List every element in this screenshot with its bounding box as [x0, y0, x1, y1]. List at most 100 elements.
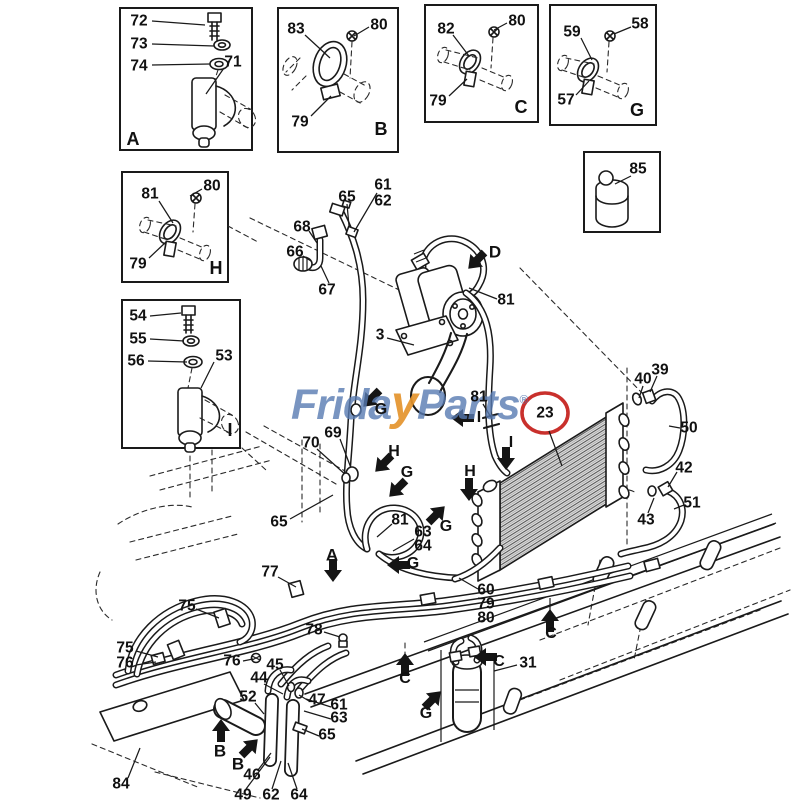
watermark-accent-y: y	[391, 376, 418, 430]
callout-label-C: C	[493, 653, 505, 670]
callout-label-40: 40	[634, 370, 652, 388]
callout-label-79: 79	[291, 113, 309, 131]
callout-label-H: H	[209, 258, 223, 278]
callout-label-B: B	[374, 119, 388, 139]
direction-arrow-down	[497, 447, 515, 470]
callout-label-46: 46	[243, 766, 261, 784]
callout-label-39: 39	[651, 361, 669, 379]
receiver-drier-31	[448, 634, 483, 733]
callout-label-72: 72	[130, 12, 148, 30]
callout-label-57: 57	[557, 91, 575, 109]
direction-arrow-down	[460, 478, 478, 501]
callout-label-C: C	[545, 625, 557, 642]
callout-label-61: 61	[374, 176, 392, 194]
callout-label-65: 65	[270, 513, 288, 531]
callout-label-85: 85	[629, 160, 647, 178]
callout-label-G: G	[374, 401, 388, 418]
hose-61-62	[337, 208, 371, 553]
fitting-cluster-65-68	[293, 199, 352, 272]
callout-label-84: 84	[112, 775, 130, 793]
inset-box-receiver	[583, 151, 661, 233]
callout-label-50: 50	[680, 419, 698, 437]
direction-arrows	[212, 249, 559, 759]
direction-arrow-left	[451, 409, 474, 427]
callout-label-58: 58	[631, 15, 649, 33]
inset-box-b	[277, 7, 399, 153]
callout-label-82: 82	[437, 20, 455, 38]
watermark-logo: FridayParts®	[291, 376, 529, 430]
callout-label-I: I	[476, 409, 482, 426]
hose-50	[631, 388, 688, 475]
callout-label-80: 80	[370, 16, 388, 34]
direction-arrow-left	[387, 556, 410, 574]
callout-label-I: I	[508, 434, 514, 451]
callout-label-66: 66	[286, 243, 304, 261]
callout-label-74: 74	[130, 57, 148, 75]
chassis-frame-rails	[304, 513, 789, 775]
callout-label-64: 64	[290, 786, 308, 800]
callout-label-69: 69	[324, 424, 342, 442]
compressor-assembly	[395, 235, 487, 417]
callout-label-71: 71	[224, 53, 242, 71]
highlight-circle-23	[520, 391, 570, 467]
callout-label-62: 62	[262, 786, 280, 800]
direction-arrow-up	[212, 719, 230, 742]
callout-label-65: 65	[338, 188, 356, 206]
callout-label-59: 59	[563, 23, 581, 41]
callout-label-23: 23	[536, 404, 554, 422]
direction-arrow-up	[396, 653, 414, 676]
direction-arrow-up-right	[425, 506, 445, 526]
callout-label-63: 63	[330, 709, 348, 727]
callout-label-G: G	[419, 705, 433, 722]
callout-label-79: 79	[129, 255, 147, 273]
inset-box-g	[549, 4, 657, 126]
callout-label-C: C	[399, 670, 411, 687]
callout-label-62: 62	[374, 192, 392, 210]
callout-label-H: H	[388, 443, 400, 460]
chassis-frame-dashed	[91, 217, 791, 799]
callout-label-55: 55	[129, 330, 147, 348]
callout-label-51: 51	[683, 494, 701, 512]
hose-51	[617, 480, 686, 558]
callout-label-49: 49	[234, 786, 252, 800]
callout-label-C: C	[514, 97, 528, 117]
registered-trademark-icon: ®	[519, 392, 529, 407]
callout-label-78: 78	[305, 621, 323, 639]
callout-label-79: 79	[477, 595, 495, 613]
watermark-text-frida: Frida	[291, 381, 392, 429]
callout-leader-lines	[127, 20, 685, 790]
callout-label-67: 67	[318, 281, 336, 299]
callout-label-52: 52	[239, 688, 257, 706]
direction-arrow-up-right	[238, 739, 258, 759]
callout-label-68: 68	[293, 218, 311, 236]
hose-rings-69-70	[341, 466, 359, 484]
callout-label-61: 61	[330, 696, 348, 714]
cylinder-52	[213, 697, 266, 736]
callout-label-B: B	[213, 741, 227, 761]
callout-label-A: A	[126, 129, 140, 149]
callout-label-3: 3	[375, 326, 385, 344]
inset-box-i	[121, 299, 241, 453]
callout-label-80: 80	[508, 12, 526, 30]
callout-label-H: H	[464, 463, 476, 480]
inset-box-a	[119, 7, 257, 151]
callout-label-45: 45	[266, 656, 284, 674]
inset-box-h	[121, 171, 229, 283]
callout-label-75: 75	[116, 639, 134, 657]
direction-arrow-down-left	[363, 387, 383, 407]
callout-label-44: 44	[250, 669, 268, 687]
callout-label-60: 60	[477, 581, 495, 599]
callout-label-81: 81	[470, 388, 488, 406]
callout-label-76: 76	[116, 654, 134, 672]
callout-label-76: 76	[223, 652, 241, 670]
callout-label-81: 81	[391, 511, 409, 529]
callout-label-77: 77	[261, 563, 279, 581]
callout-label-G: G	[406, 555, 420, 572]
direction-arrow-down-left	[468, 249, 488, 269]
callout-label-54: 54	[129, 307, 147, 325]
callout-label-G: G	[400, 464, 414, 481]
direction-arrow-down	[324, 559, 342, 582]
callout-label-83: 83	[287, 20, 305, 38]
